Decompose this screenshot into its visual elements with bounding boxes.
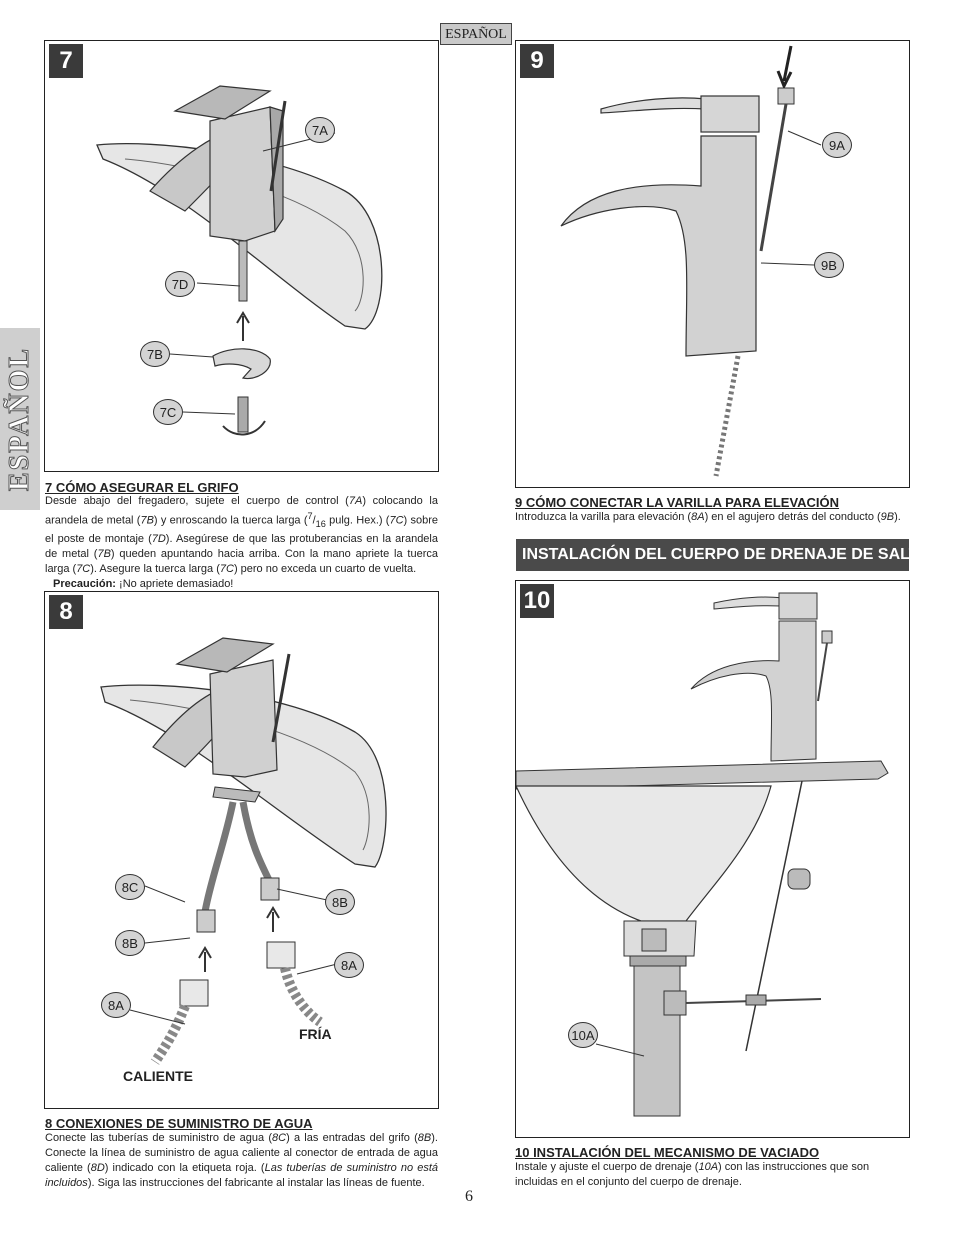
step-9-title: 9 CÓMO CONECTAR LA VARILLA PARA ELEVACIÓ… xyxy=(515,495,840,510)
callout-7b: 7B xyxy=(140,341,170,367)
step-7-figure: 7 7A 7D 7B 7C xyxy=(44,40,439,472)
callout-7a: 7A xyxy=(305,117,335,143)
step-7-illustration xyxy=(96,85,383,436)
ref-7b: 7B xyxy=(97,547,111,560)
callout-10a: 10A xyxy=(568,1022,598,1048)
ref-9b: 9B xyxy=(880,511,895,523)
step-8-text-part: ). Siga las instrucciones del fabricante… xyxy=(87,1177,425,1189)
callout-7d: 7D xyxy=(165,271,195,297)
step-10-title: 10 INSTALACIÓN DEL MECANISMO DE VACIADO xyxy=(515,1145,820,1160)
ref-8d: 8D xyxy=(90,1162,105,1174)
ref-8c: 8C xyxy=(272,1132,287,1144)
step-8-number: 8 xyxy=(49,595,83,629)
step-8-title: 8 CONEXIONES DE SUMINISTRO DE AGUA xyxy=(45,1116,313,1131)
language-tab: ESPAÑOL xyxy=(440,23,512,45)
step-9-text-part: ) en el agujero detrás del conducto ( xyxy=(704,511,881,523)
callout-8b-left: 8B xyxy=(115,930,145,956)
section-banner: INSTALACIÓN DEL CUERPO DE DRENAJE DE SAL… xyxy=(516,539,909,571)
hot-label: CALIENTE xyxy=(123,1068,193,1084)
step-8-text: Conecte las tuberías de suministro de ag… xyxy=(45,1131,438,1191)
step-7-text: Desde abajo del fregadero, sujete el cue… xyxy=(45,494,438,592)
step-9-figure: 9 9A 9B xyxy=(515,40,910,488)
step-9-illustration xyxy=(560,45,822,477)
step-8-text-part: ). Conecte la línea de suministro de agu… xyxy=(45,1132,438,1174)
ref-10a: 10A xyxy=(698,1161,719,1173)
step-9-text-part: Introduzca la varilla para elevación ( xyxy=(515,511,692,523)
supply-note: Las tuberías de suministro no está inclu… xyxy=(45,1162,438,1189)
side-language-tab: ESPAÑOL xyxy=(0,328,40,510)
caution-text: ¡No apriete demasiado! xyxy=(115,577,234,590)
step-10-text-part: ) con las instrucciones que son incluida… xyxy=(515,1161,870,1188)
callout-8a-left: 8A xyxy=(101,992,131,1018)
callout-8c: 8C xyxy=(115,874,145,900)
step-7-text-part: ) colocando la arandela de metal ( xyxy=(45,495,438,527)
step-10-figure: 10 10A xyxy=(515,580,910,1138)
callout-9b: 9B xyxy=(814,252,844,278)
step-8-figure: 8 8C 8B 8B 8A 8A FRÍA CALIENTE xyxy=(44,591,439,1109)
step-7-text-part: ) queden apuntando hacia arriba. Con la … xyxy=(45,547,438,575)
ref-8b: 8B xyxy=(417,1132,432,1144)
page-number: 6 xyxy=(465,1188,473,1205)
ref-8a: 8A xyxy=(691,511,705,523)
step-10-text: Instale y ajuste el cuerpo de drenaje (1… xyxy=(515,1160,908,1190)
step-9-text: Introduzca la varilla para elevación (8A… xyxy=(515,510,908,525)
step-7-title: 7 CÓMO ASEGURAR EL GRIFO xyxy=(45,480,239,495)
step-7-text-part: ) y enroscando la tuerca larga ( xyxy=(153,514,308,527)
step-7-text-part: ) sobre el poste de montaje ( xyxy=(45,514,439,545)
step-9-number: 9 xyxy=(520,44,554,78)
ref-7d: 7D xyxy=(151,532,166,545)
step-10-text-part: Instale y ajuste el cuerpo de drenaje ( xyxy=(515,1161,699,1173)
step-7-text-part: ). Asegure la tuerca larga ( xyxy=(90,562,220,575)
fraction-denominator: 16 xyxy=(315,518,326,529)
ref-7b: 7B xyxy=(140,514,154,527)
ref-7a: 7A xyxy=(348,495,363,507)
ref-7c: 7C xyxy=(389,514,404,527)
step-7-text-part: ) pero no exceda un cuarto de vuelta. xyxy=(233,562,417,575)
ref-7c: 7C xyxy=(76,562,91,575)
caution-label: Precaución: xyxy=(53,577,116,590)
step-8-text-part: ) indicado con la etiqueta roja. ( xyxy=(104,1162,265,1174)
side-language-label: ESPAÑOL xyxy=(4,346,36,492)
callout-7c: 7C xyxy=(153,399,183,425)
fraction-separator: / xyxy=(312,514,316,527)
cold-label: FRÍA xyxy=(299,1026,332,1042)
callout-8a-right: 8A xyxy=(334,952,364,978)
step-8-text-part: ) a las entradas del grifo ( xyxy=(286,1132,418,1144)
fraction-numerator: 7 xyxy=(307,511,313,521)
step-10-number: 10 xyxy=(520,584,554,618)
step-8-illustration xyxy=(100,637,387,1065)
ref-7c: 7C xyxy=(219,562,234,575)
step-7-number: 7 xyxy=(49,44,83,78)
step-9-text-part: ). xyxy=(894,511,901,523)
callout-9a: 9A xyxy=(822,132,852,158)
step-7-text-part: pulg. Hex.) ( xyxy=(325,514,390,527)
step-8-text-part: Conecte las tuberías de suministro de ag… xyxy=(45,1132,273,1144)
callout-8b-right: 8B xyxy=(325,889,355,915)
step-10-illustration xyxy=(516,592,889,1117)
step-7-text-part: ). Asegúrese de que las protuberancias e… xyxy=(45,532,438,560)
step-7-text-part: Desde abajo del fregadero, sujete el cue… xyxy=(45,495,349,507)
